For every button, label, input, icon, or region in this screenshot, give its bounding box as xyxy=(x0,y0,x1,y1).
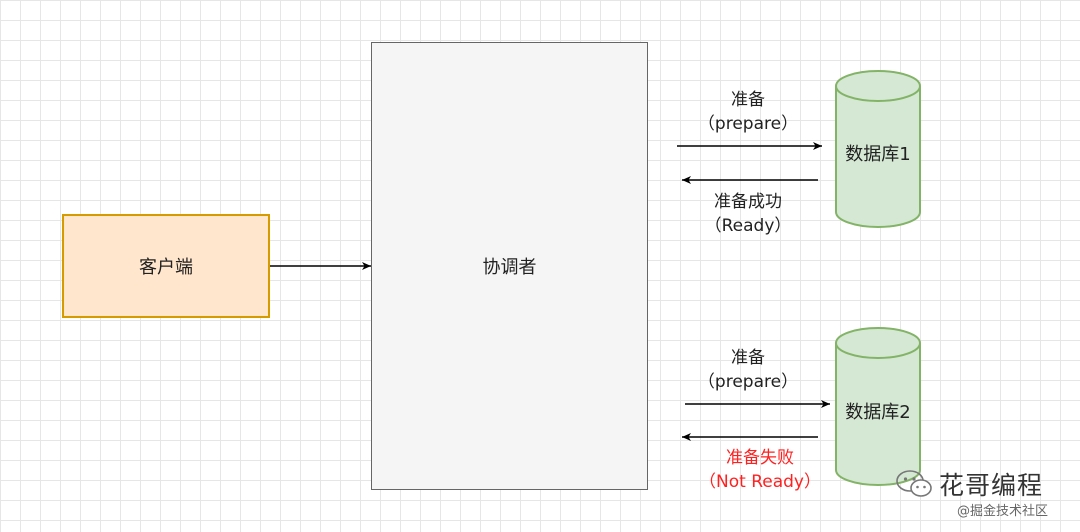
db1-ready-line1: 准备成功 xyxy=(714,192,782,212)
db2-prepare-line2: （prepare） xyxy=(697,372,799,392)
coordinator-label: 协调者 xyxy=(482,257,537,278)
watermark: 花哥编程 xyxy=(895,466,1043,502)
database-1-cylinder xyxy=(835,70,921,228)
db2-not-ready-line2: （Not Ready） xyxy=(699,472,821,492)
db2-not-ready-line1: 准备失败 xyxy=(726,448,794,468)
db1-ready-line2: （Ready） xyxy=(704,216,792,236)
db2-not-ready-label: 准备失败 （Not Ready） xyxy=(680,446,840,494)
db1-prepare-line1: 准备 xyxy=(731,90,765,110)
watermark-subtitle: @掘金技术社区 xyxy=(957,504,1049,519)
db2-prepare-line1: 准备 xyxy=(731,348,765,368)
db1-ready-label: 准备成功 （Ready） xyxy=(668,190,828,238)
db1-prepare-line2: （prepare） xyxy=(697,114,799,134)
db2-prepare-label: 准备 （prepare） xyxy=(668,346,828,394)
db1-prepare-label: 准备 （prepare） xyxy=(668,88,828,136)
watermark-title: 花哥编程 xyxy=(939,471,1044,500)
wechat-icon xyxy=(896,470,932,497)
database-2-cylinder xyxy=(835,327,921,486)
database-2-label: 数据库2 xyxy=(845,402,911,423)
database-1-label: 数据库1 xyxy=(845,144,911,165)
client-label: 客户端 xyxy=(139,257,193,278)
coordinator-box: 协调者 xyxy=(371,42,648,490)
client-box: 客户端 xyxy=(62,214,270,318)
